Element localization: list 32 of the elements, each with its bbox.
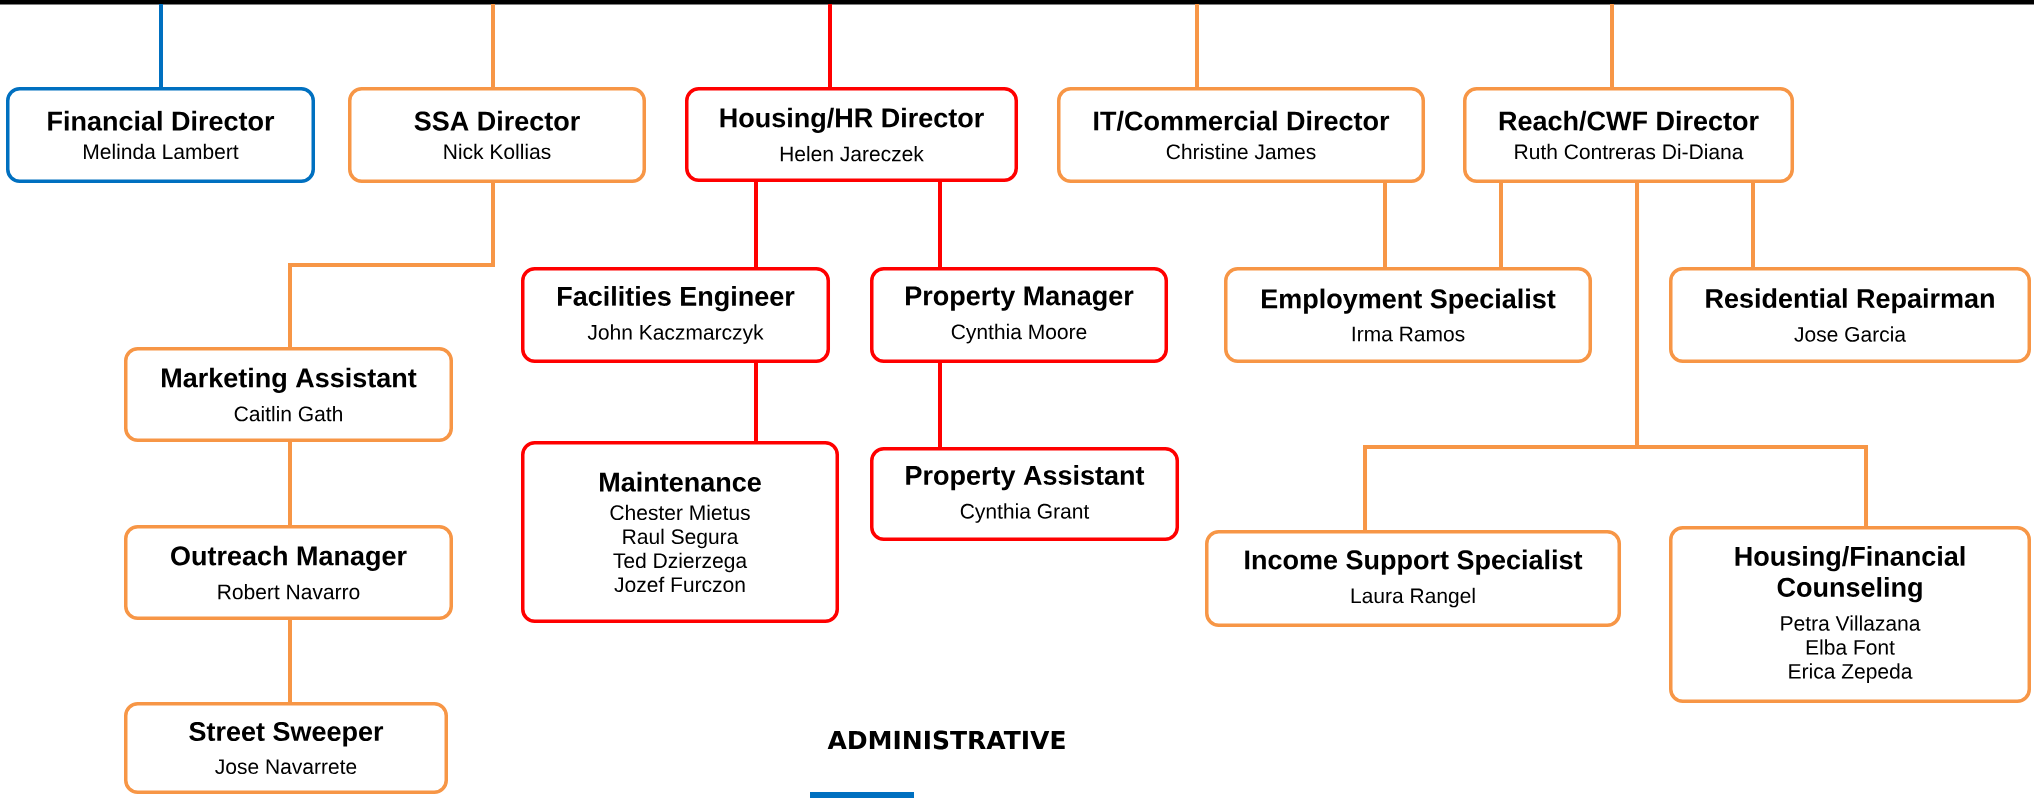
connector-line	[1610, 4, 1614, 87]
connector-line	[938, 182, 942, 267]
connector-line	[1499, 183, 1503, 267]
connector-line	[754, 363, 758, 441]
connector-line	[1383, 183, 1387, 267]
connector-line	[938, 363, 942, 447]
position-box: Property Manager Cynthia Moore	[870, 267, 1168, 363]
position-box: Reach/CWF Director Ruth Contreras Di-Diana	[1463, 87, 1794, 183]
connector-line	[491, 4, 495, 87]
position-box: Housing/Financial Counseling Petra Villazana Elba Font Erica Zepeda	[1669, 526, 2032, 703]
position-box: Employment Specialist Irma Ramos	[1224, 267, 1592, 363]
position-box: SSA Director Nick Kollias	[348, 87, 646, 183]
connector-line	[288, 183, 495, 347]
position-box: IT/Commercial Director Christine James	[1057, 87, 1425, 183]
position-box: Maintenance Chester Mietus Raul Segura Ted Dzierzega Jozef Furczon	[521, 441, 839, 623]
legend-label: ADMINISTRATIVE	[827, 730, 1065, 750]
connector-line	[288, 620, 292, 702]
position-box: Outreach Manager Robert Navarro	[124, 525, 453, 620]
position-box: Residential Repairman Jose Garcia	[1669, 267, 2032, 363]
position-box: Facilities Engineer John Kaczmarczyk	[521, 267, 830, 363]
position-box: Marketing Assistant Caitlin Gath	[124, 347, 453, 442]
connector-line	[1195, 4, 1199, 87]
position-box: Income Support Specialist Laura Rangel	[1205, 530, 1621, 627]
position-box: Financial Director Melinda Lambert	[6, 87, 315, 183]
position-box: Housing/HR Director Helen Jareczek	[685, 87, 1018, 182]
connector-line	[1751, 183, 1755, 267]
connector-line	[754, 182, 758, 267]
connector-line	[828, 4, 832, 87]
connector-line	[159, 4, 163, 87]
position-box: Street Sweeper Jose Navarrete	[124, 702, 448, 794]
connector-line	[288, 442, 292, 525]
position-box: Property Assistant Cynthia Grant	[870, 447, 1179, 541]
